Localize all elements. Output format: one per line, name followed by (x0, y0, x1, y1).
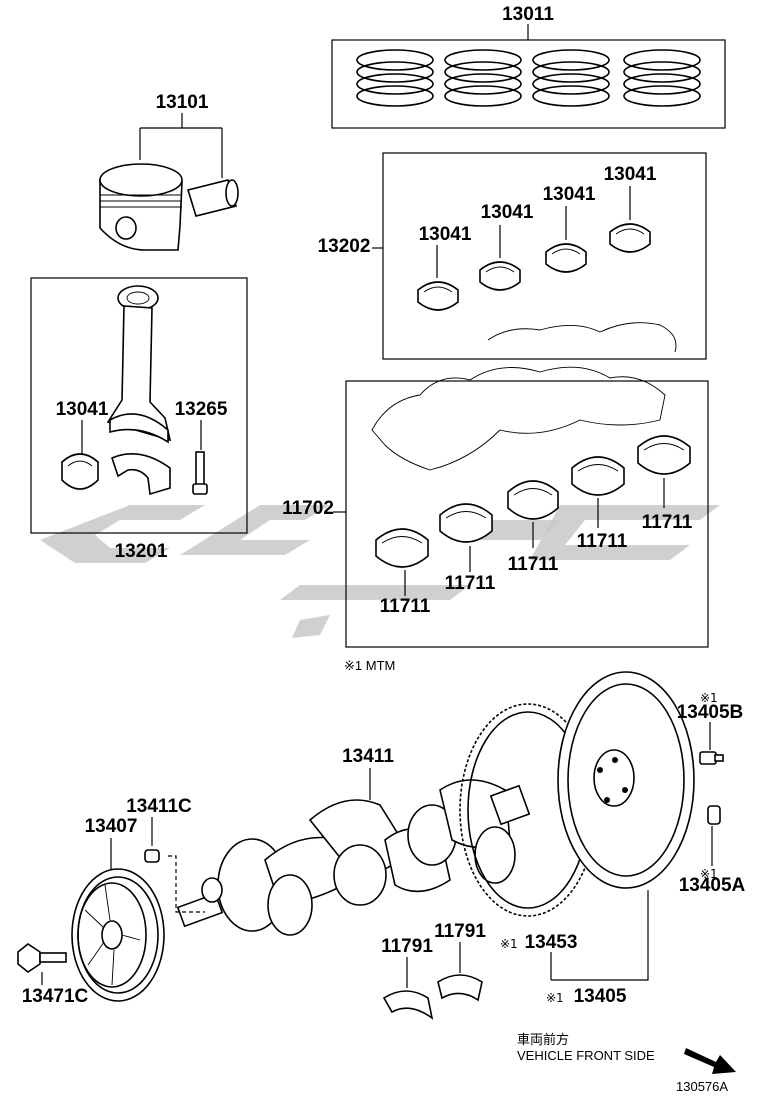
label-pulley-bolt: 13471C (22, 986, 89, 1007)
front-side-jp: 車両前方 (517, 1032, 569, 1047)
crank-pulley (71, 868, 165, 1002)
pin-mark: ※1 (700, 867, 718, 881)
label-main-bearing-3: 11711 (508, 554, 559, 575)
label-pulley: 13407 (85, 816, 138, 837)
label-main-bearing-1: 11711 (380, 596, 431, 617)
label-conrod-bearing-set: 13202 (318, 236, 371, 257)
label-bearing-c: 13041 (543, 184, 596, 205)
mtm-note: ※1 MTM (344, 658, 395, 673)
flywheel-pin (707, 805, 721, 825)
watermark-logo (40, 505, 720, 638)
flywheel-bolt (699, 751, 724, 765)
main-bearing-box (345, 380, 709, 648)
conrod-bearing-shells (417, 223, 651, 311)
conrod-bearing-shell (61, 453, 99, 490)
conrod-bearing-box (382, 152, 707, 360)
connecting-rod (106, 285, 172, 496)
label-main-bearing-set: 11702 (282, 498, 334, 519)
label-ring-gear: 13453 (525, 932, 578, 953)
label-flywheel-pin: 13405A (679, 875, 746, 896)
crank-outline-upper (487, 322, 677, 353)
label-bearing-d: 13041 (604, 164, 657, 185)
label-piston-kit: 13101 (156, 92, 209, 113)
piston-pin (186, 179, 239, 217)
label-flywheel-bolt: 13405B (677, 702, 744, 723)
label-piston-rings: 13011 (502, 4, 554, 25)
main-bearing-shells (375, 435, 691, 568)
piston (99, 163, 183, 251)
label-bearing-b: 13041 (481, 202, 534, 223)
flywheel (557, 671, 695, 889)
ring-gear-mark: ※1 (500, 937, 518, 951)
bolt-mark: ※1 (700, 691, 718, 705)
label-thrust-washer-1: 11791 (381, 936, 433, 957)
label-main-bearing-4: 11711 (577, 531, 628, 552)
label-crankshaft: 13411 (342, 746, 394, 767)
thrust-washers (382, 974, 483, 1020)
piston-ring-set (356, 49, 701, 107)
label-conrod-assy: 13201 (115, 541, 168, 562)
conrod-bolt (192, 451, 208, 495)
crank-pin (144, 849, 160, 863)
pin-guide (168, 855, 205, 913)
crankshaft (176, 779, 531, 936)
piston-rings-box (331, 39, 726, 129)
label-main-bearing-2: 11711 (445, 573, 496, 594)
front-side-en: VEHICLE FRONT SIDE (517, 1048, 655, 1063)
label-conrod-bearing: 13041 (56, 399, 109, 420)
flywheel-mark: ※1 (546, 991, 564, 1005)
label-pin: 13411C (126, 796, 192, 817)
label-flywheel: 13405 (574, 986, 627, 1007)
diagram-code: 130576A (676, 1079, 728, 1094)
label-bearing-a: 13041 (419, 224, 472, 245)
front-side-arrow (684, 1048, 736, 1074)
crankshaft-outline-lower (371, 366, 666, 471)
label-conrod-bolt: 13265 (175, 399, 228, 420)
conrod-box (30, 277, 248, 534)
label-thrust-washer-2: 11791 (434, 921, 486, 942)
pulley-bolt (17, 943, 67, 973)
label-main-bearing-5: 11711 (642, 512, 693, 533)
